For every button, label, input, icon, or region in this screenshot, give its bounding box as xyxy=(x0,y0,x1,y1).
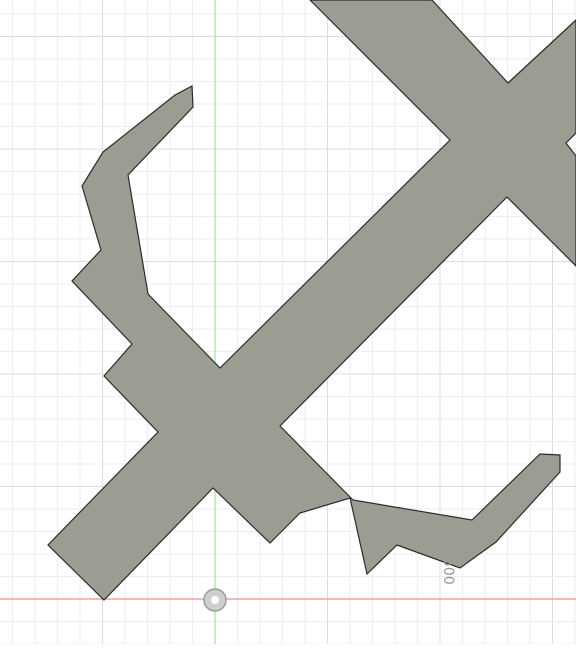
sketch-profile[interactable] xyxy=(47,0,576,601)
axis-tick-label: 500 xyxy=(440,558,456,585)
origin-point-icon[interactable] xyxy=(203,588,227,612)
